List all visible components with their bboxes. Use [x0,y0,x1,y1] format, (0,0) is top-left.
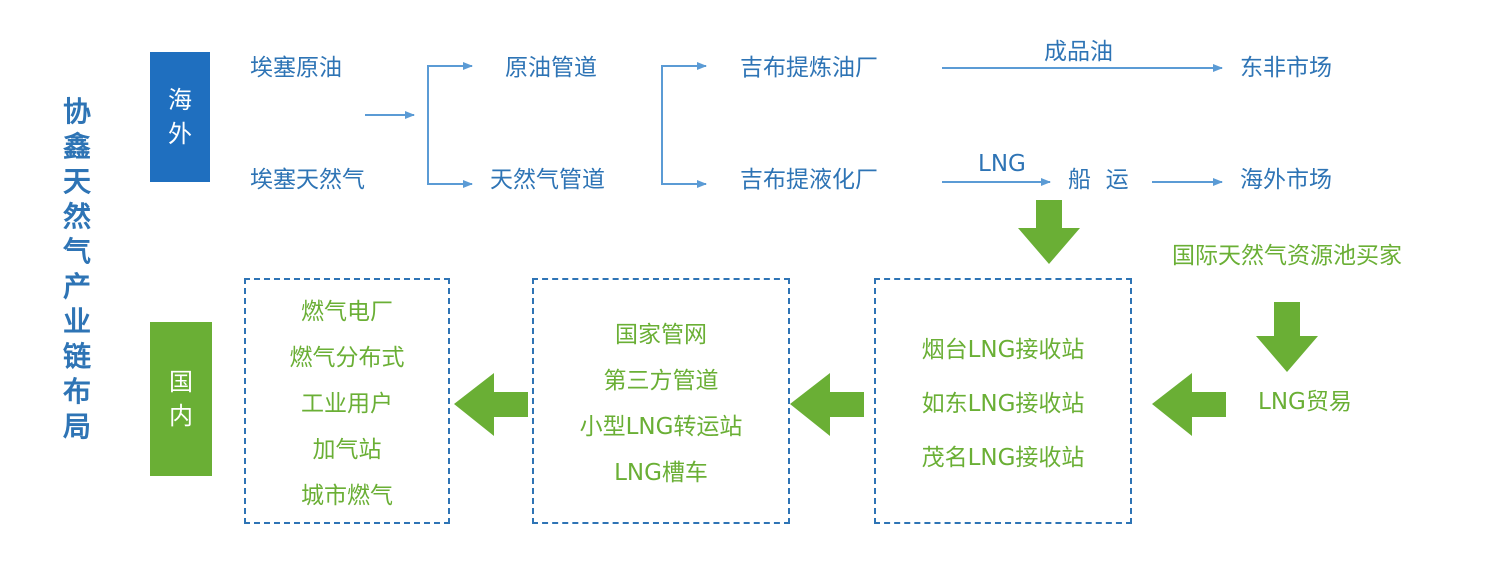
arrow-down-to-lng-trade [1256,302,1318,372]
end-user-item: 燃气电厂 [301,299,393,325]
node-djibouti-lng-plant: 吉布提液化厂 [740,167,878,193]
transport-item: 国家管网 [615,322,707,348]
terminal-item: 烟台LNG接收站 [921,337,1085,363]
arrow-down-to-terminals [1018,200,1080,264]
node-intl-buyers: 国际天然气资源池买家 [1172,243,1402,269]
vertical-title: 协 鑫 天 然 气 产 业 链 布 局 [52,94,102,444]
label-refined-oil: 成品油 [1044,39,1113,65]
title-char: 鑫 [62,130,91,163]
bracket-pipelines [427,65,470,185]
bracket-plants [661,65,705,185]
title-char: 产 [62,270,91,303]
section-domestic-char: 内 [169,402,193,430]
arrow-left-to-end-users [454,373,528,436]
section-overseas: 海 外 [150,52,210,182]
title-char: 业 [62,305,91,338]
title-char: 链 [62,340,91,373]
section-domestic: 国 内 [150,322,212,476]
terminal-item: 茂名LNG接收站 [921,445,1085,471]
label-lng: LNG [978,151,1026,177]
transport-item: LNG槽车 [614,460,708,486]
node-overseas-market: 海外市场 [1240,167,1332,193]
node-gas-pipeline: 天然气管道 [490,167,605,193]
node-east-africa-market: 东非市场 [1240,55,1332,81]
title-char: 天 [62,165,91,198]
box-lng-terminals: 烟台LNG接收站 如东LNG接收站 茂名LNG接收站 [874,278,1132,524]
box-transport: 国家管网 第三方管道 小型LNG转运站 LNG槽车 [532,278,790,524]
title-char: 协 [62,95,91,128]
end-user-item: 工业用户 [301,391,393,417]
section-domestic-char: 国 [169,368,193,396]
box-end-users: 燃气电厂 燃气分布式 工业用户 加气站 城市燃气 [244,278,450,524]
transport-item: 第三方管道 [603,368,719,394]
end-user-item: 加气站 [312,437,382,463]
end-user-item: 城市燃气 [301,483,393,509]
node-ethiopia-crude: 埃塞原油 [250,55,342,81]
node-ethiopia-gas: 埃塞天然气 [250,167,365,193]
section-overseas-char: 外 [168,120,192,148]
arrow-left-to-transport [790,373,864,436]
arrow-left-to-terminals [1152,373,1226,436]
title-char: 局 [62,410,91,443]
transport-item: 小型LNG转运站 [579,414,743,440]
terminal-item: 如东LNG接收站 [921,391,1085,417]
end-user-item: 燃气分布式 [289,345,405,371]
title-char: 然 [62,200,91,233]
node-crude-pipeline: 原油管道 [505,55,597,81]
node-djibouti-refinery: 吉布提炼油厂 [740,55,878,81]
section-overseas-char: 海 [168,86,192,114]
node-shipping: 船 运 [1068,167,1129,193]
title-char: 气 [62,235,91,268]
title-char: 布 [62,375,91,408]
node-lng-trade: LNG贸易 [1258,389,1352,415]
